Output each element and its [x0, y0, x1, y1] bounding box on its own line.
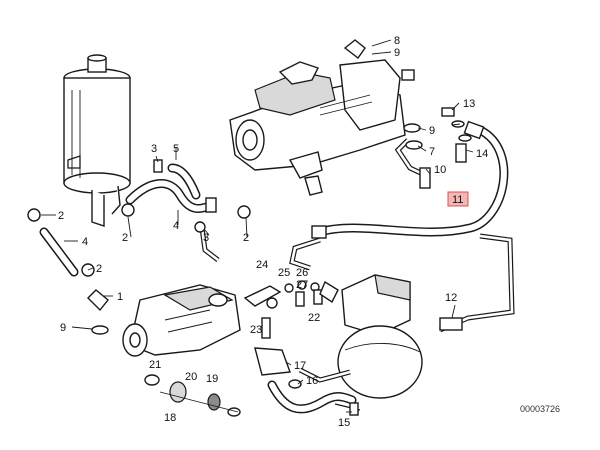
callout-11: 11: [452, 194, 463, 206]
callout-9a: 9: [394, 47, 400, 59]
callout-16: 16: [306, 375, 318, 387]
bracket-24: [243, 280, 339, 309]
callout-2a: 2: [58, 210, 64, 222]
callout-27: 27: [296, 279, 308, 291]
callout-labels: 1 2 2 2 2 3 3 4 4 5 7 8 9 9 9 10 11 12 1…: [58, 35, 488, 429]
callout-18: 18: [164, 412, 176, 424]
callout-4a: 4: [82, 236, 88, 248]
callout-21: 21: [149, 359, 161, 371]
callout-14: 14: [476, 148, 488, 160]
callout-7: 7: [429, 146, 435, 158]
callout-4b: 4: [173, 220, 179, 232]
steering-pump: [122, 284, 241, 357]
fluid-reservoir: [63, 54, 131, 227]
hose-piece-4: [27, 208, 109, 335]
callout-20: 20: [185, 371, 197, 383]
callout-11-highlight: [447, 191, 469, 207]
callout-22: 22: [308, 312, 320, 324]
leader-lines: [41, 39, 474, 413]
callout-3a: 3: [151, 143, 157, 155]
callout-9b: 9: [429, 125, 435, 137]
clamp-17: [254, 317, 302, 389]
callout-13: 13: [463, 98, 475, 110]
callout-24: 24: [256, 259, 268, 271]
diagram-reference-number: 00003726: [520, 404, 560, 414]
callout-3b: 3: [203, 232, 209, 244]
return-pipe-12: [289, 233, 515, 333]
callout-8: 8: [394, 35, 400, 47]
callout-26: 26: [296, 267, 308, 279]
callout-19: 19: [206, 373, 218, 385]
mount-hardware-18-21: [144, 374, 241, 417]
steering-gear-box: [229, 39, 415, 196]
lower-return-hose: [267, 380, 361, 416]
reservoir-hoses: [121, 159, 251, 262]
fittings-top-right: [394, 107, 472, 189]
callout-15: 15: [338, 417, 350, 429]
callout-2c: 2: [243, 232, 249, 244]
callout-10: 10: [434, 164, 446, 176]
callout-17: 17: [294, 360, 306, 372]
callout-25: 25: [278, 267, 290, 279]
callout-9c: 9: [60, 322, 66, 334]
pressure-accumulator: [298, 274, 423, 399]
callout-5: 5: [173, 143, 179, 155]
callout-2b: 2: [122, 232, 128, 244]
callout-12: 12: [445, 292, 457, 304]
callout-1: 1: [117, 291, 123, 303]
callout-23: 23: [250, 324, 262, 336]
callout-2d: 2: [96, 263, 102, 275]
